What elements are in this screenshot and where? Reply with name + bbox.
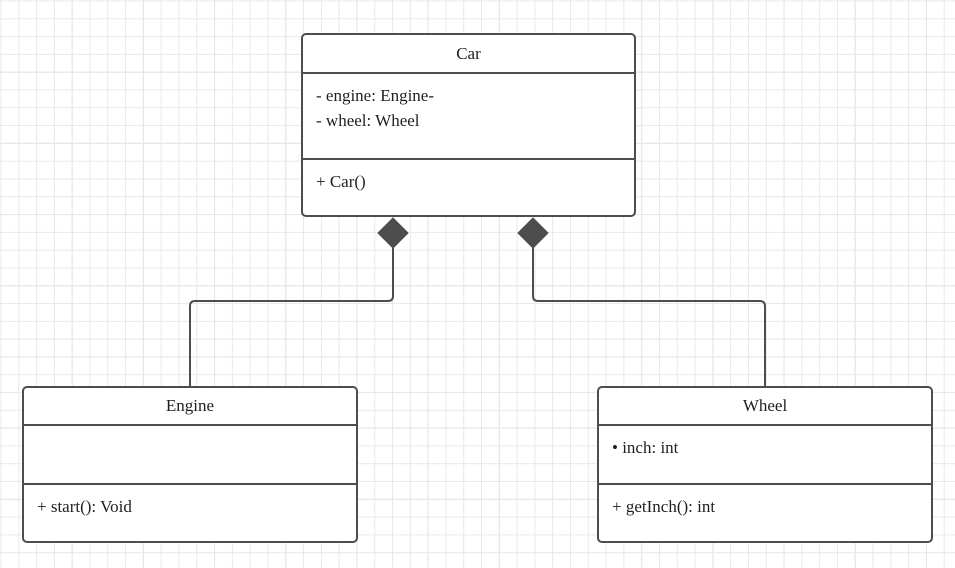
- connector-car-wheel[interactable]: [532, 248, 766, 386]
- attributes-compartment-wheel[interactable]: • inch: int: [599, 426, 931, 485]
- operation-item: + start(): Void: [37, 497, 132, 516]
- connector-car-engine[interactable]: [189, 248, 394, 386]
- composition-diamond-engine-icon: [377, 217, 409, 249]
- operation-item: + Car(): [316, 172, 366, 191]
- operations-compartment-wheel[interactable]: + getInch(): int: [599, 485, 931, 541]
- class-box-engine[interactable]: Engine + start(): Void: [22, 386, 358, 543]
- class-box-wheel[interactable]: Wheel • inch: int + getInch(): int: [597, 386, 933, 543]
- class-box-car[interactable]: Car - engine: Engine- - wheel: Wheel + C…: [301, 33, 636, 217]
- class-name-wheel: Wheel: [599, 388, 931, 426]
- composition-diamond-wheel-icon: [517, 217, 549, 249]
- attributes-compartment-car[interactable]: - engine: Engine- - wheel: Wheel: [303, 74, 634, 160]
- attribute-item: • inch: int: [612, 438, 679, 457]
- attributes-compartment-engine[interactable]: [24, 426, 356, 485]
- operations-compartment-engine[interactable]: + start(): Void: [24, 485, 356, 541]
- class-name-car: Car: [303, 35, 634, 74]
- class-name-engine: Engine: [24, 388, 356, 426]
- attribute-item: - wheel: Wheel: [316, 111, 420, 130]
- attribute-item: - engine: Engine-: [316, 86, 435, 105]
- operation-item: + getInch(): int: [612, 497, 716, 516]
- operations-compartment-car[interactable]: + Car(): [303, 160, 634, 215]
